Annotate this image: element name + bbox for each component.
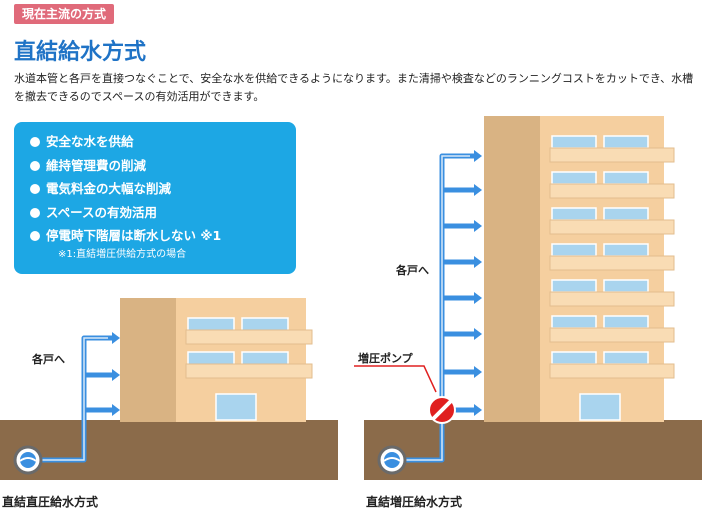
- pump-leader-line: [354, 365, 437, 393]
- bullet-icon: [30, 231, 40, 241]
- benefits-list: 安全な水を供給 維持管理費の削減 電気料金の大幅な削減 スペースの有効活用 停電…: [14, 122, 296, 248]
- building-right-balconies: [549, 147, 675, 379]
- arrow-icon: [474, 150, 482, 416]
- section-tag: 現在主流の方式: [14, 4, 115, 24]
- ground-left: [0, 420, 338, 480]
- building-right-side: [484, 116, 540, 422]
- benefits-box: 安全な水を供給 維持管理費の削減 電気料金の大幅な削減 スペースの有効活用 停電…: [14, 122, 296, 274]
- booster-pump-icon: [428, 396, 456, 424]
- bullet-icon: [30, 137, 40, 147]
- building-right-windows: [551, 135, 649, 421]
- benefits-footnote: ※1:直結増圧供給方式の場合: [58, 249, 187, 260]
- label-booster-pump: 増圧ポンプ: [358, 352, 413, 365]
- ground-right: [364, 420, 702, 480]
- bullet-icon: [30, 184, 40, 194]
- pipe-right-highlight: [392, 155, 470, 461]
- bullet-icon: [30, 207, 40, 218]
- benefit-item: 停電時下階層は断水しない ※1: [30, 224, 296, 248]
- pipe-left-highlight: [28, 337, 108, 461]
- bullet-icon: [30, 160, 40, 171]
- building-left-balconies: [185, 329, 313, 379]
- label-each-unit-left: 各戸へ: [32, 353, 65, 366]
- benefit-item: 安全な水を供給: [30, 130, 296, 154]
- benefit-item: スペースの有効活用: [30, 201, 296, 225]
- caption-direct-pressure: 直結直圧給水方式: [2, 495, 99, 509]
- water-main-icon: [13, 445, 43, 475]
- water-main-icon: [377, 445, 407, 475]
- building-left-side: [120, 298, 176, 422]
- benefit-item: 維持管理費の削減: [30, 154, 296, 178]
- caption-booster: 直結増圧給水方式: [366, 495, 463, 509]
- label-each-unit-right: 各戸へ: [396, 264, 429, 277]
- page-title: 直結給水方式: [14, 40, 147, 65]
- page-description: 水道本管と各戸を直接つなぐことで、安全な水を供給できるようになります。また清掃や…: [14, 72, 694, 103]
- benefit-item: 電気料金の大幅な削減: [30, 177, 296, 201]
- arrow-icon: [112, 332, 120, 416]
